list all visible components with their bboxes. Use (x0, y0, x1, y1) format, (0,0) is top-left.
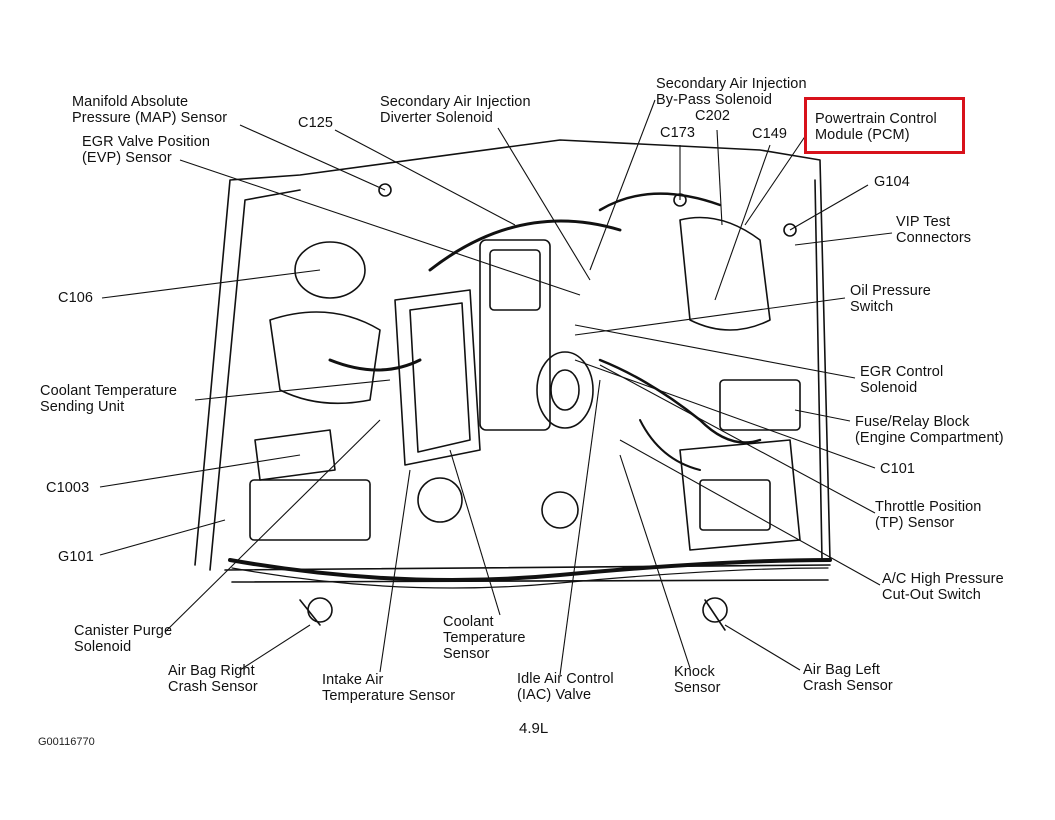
label-c101: C101 (880, 461, 916, 477)
label-oil-pressure-switch: Oil Pressure Switch (850, 283, 931, 315)
pcm-highlight-box (804, 97, 965, 154)
label-fuse-relay-block: Fuse/Relay Block (Engine Compartment) (855, 414, 1004, 446)
label-ac-high-pressure-switch: A/C High Pressure Cut-Out Switch (882, 571, 1004, 603)
label-intake-air-temperature-sensor: Intake Air Temperature Sensor (322, 672, 456, 704)
label-airbag-left-crash-sensor: Air Bag Left Crash Sensor (803, 662, 893, 694)
label-sai-bypass-solenoid: Secondary Air Injection By-Pass Solenoid (656, 76, 807, 108)
label-c125: C125 (298, 115, 334, 131)
label-g104: G104 (874, 174, 910, 190)
label-evp-sensor: EGR Valve Position (EVP) Sensor (82, 134, 211, 166)
label-vip-test-connectors: VIP Test Connectors (896, 214, 972, 246)
label-airbag-right-crash-sensor: Air Bag Right Crash Sensor (168, 663, 258, 695)
label-iac-valve: Idle Air Control (IAC) Valve (517, 671, 614, 703)
label-c106: C106 (58, 290, 94, 306)
label-map-sensor: Manifold Absolute Pressure (MAP) Sensor (72, 94, 228, 126)
label-sai-diverter-solenoid: Secondary Air Injection Diverter Solenoi… (380, 94, 531, 126)
label-knock-sensor: Knock Sensor (674, 664, 721, 696)
label-canister-purge-solenoid: Canister Purge Solenoid (74, 623, 173, 655)
label-coolant-temperature-sensor: Coolant Temperature Sensor (443, 614, 526, 662)
label-tp-sensor: Throttle Position (TP) Sensor (875, 499, 982, 531)
label-c173: C173 (660, 125, 696, 141)
engine-size-caption: 4.9L (519, 720, 549, 737)
label-egr-control-solenoid: EGR Control Solenoid (860, 364, 944, 396)
figure-code: G00116770 (38, 736, 95, 748)
label-c202: C202 (695, 108, 731, 124)
label-g101: G101 (58, 549, 94, 565)
label-c1003: C1003 (46, 480, 90, 496)
label-coolant-temperature-sending-unit: Coolant Temperature Sending Unit (40, 383, 178, 415)
label-c149: C149 (752, 126, 788, 142)
label-pcm: Powertrain Control Module (PCM) (815, 111, 937, 143)
